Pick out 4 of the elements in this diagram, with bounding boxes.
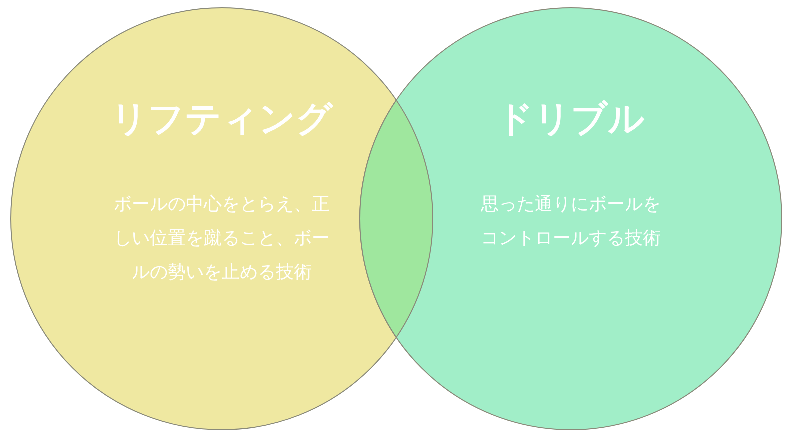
circle-heading: リフティング bbox=[110, 98, 333, 142]
description-text: ボールの中心をとらえ、正しい位置を蹴ること、ボールの勢いを止める技術 bbox=[114, 193, 330, 285]
description-text: 思った通りにボールをコントロールする技術 bbox=[480, 193, 661, 251]
circle-heading: ドリブル bbox=[496, 98, 645, 142]
